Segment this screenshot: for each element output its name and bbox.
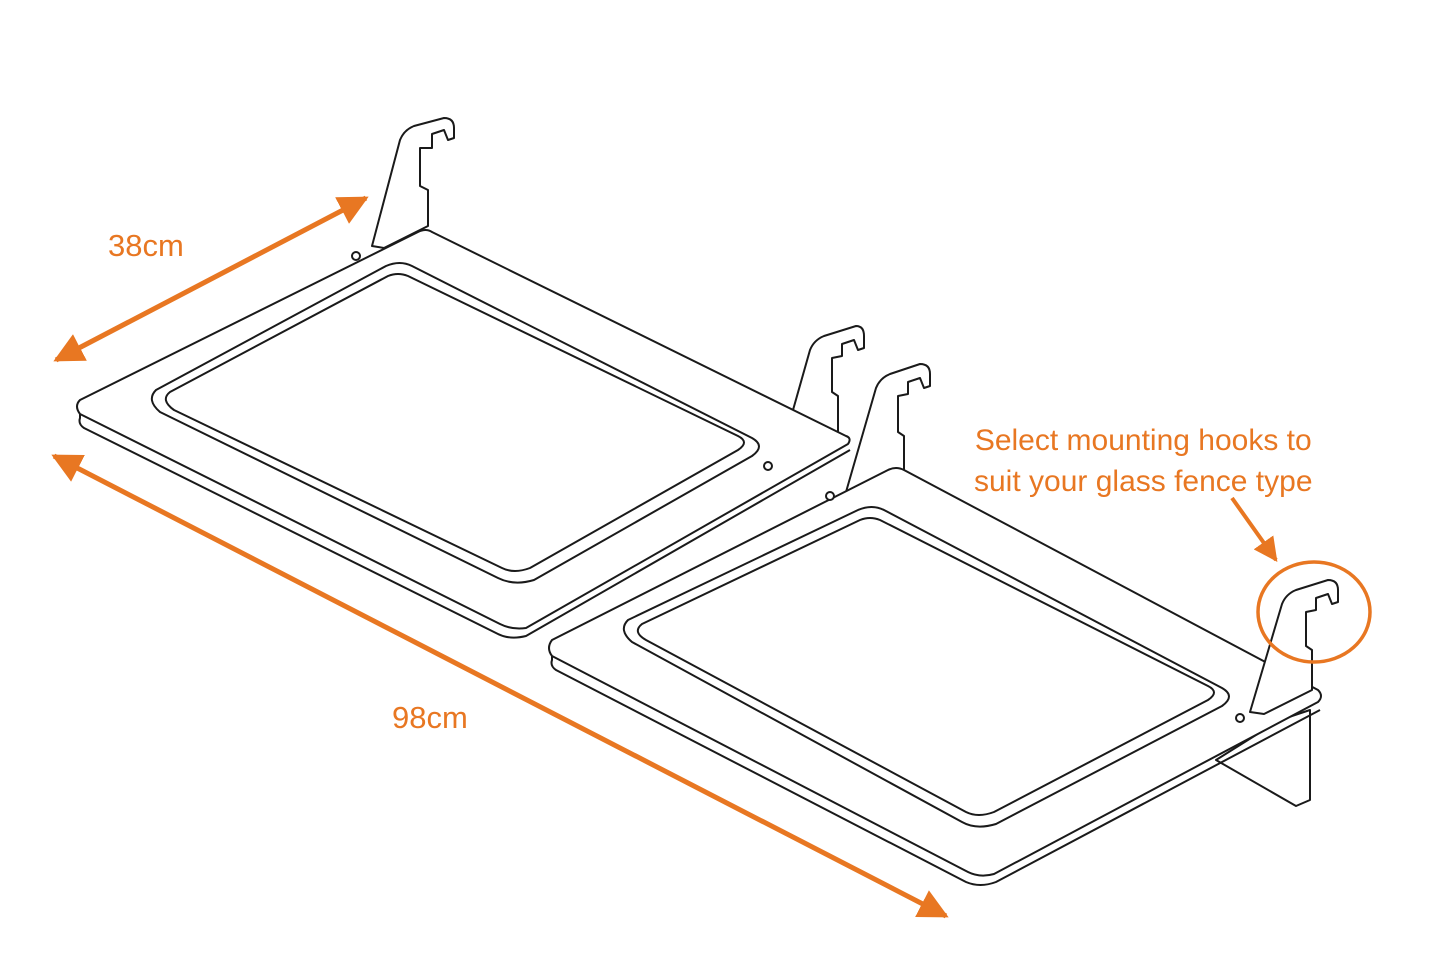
- left-shelf-recess-inner: [164, 273, 745, 572]
- right-shelf-screw-hole: [825, 491, 835, 501]
- left-shelf-screw-hole: [763, 461, 773, 471]
- width-dimension-label: 38cm: [108, 228, 184, 263]
- right-shelf-screw-hole: [1235, 713, 1245, 723]
- left-shelf-back-hook: [371, 117, 455, 249]
- left-shelf-screw-hole: [351, 251, 361, 261]
- length-dimension-label: 98cm: [392, 700, 468, 735]
- callout-line-2: suit your glass fence type: [974, 465, 1313, 498]
- length-dimension-arrow: [51, 453, 949, 919]
- hook-callout-text: Select mounting hooks to suit your glass…: [974, 420, 1313, 502]
- width-dimension-arrow: [53, 195, 369, 363]
- callout-line-1: Select mounting hooks to: [974, 424, 1312, 457]
- hook-highlight-circle: [1256, 560, 1372, 664]
- right-shelf-selectable-hook: [1249, 579, 1339, 715]
- callout-pointer-arrow: [1230, 496, 1278, 562]
